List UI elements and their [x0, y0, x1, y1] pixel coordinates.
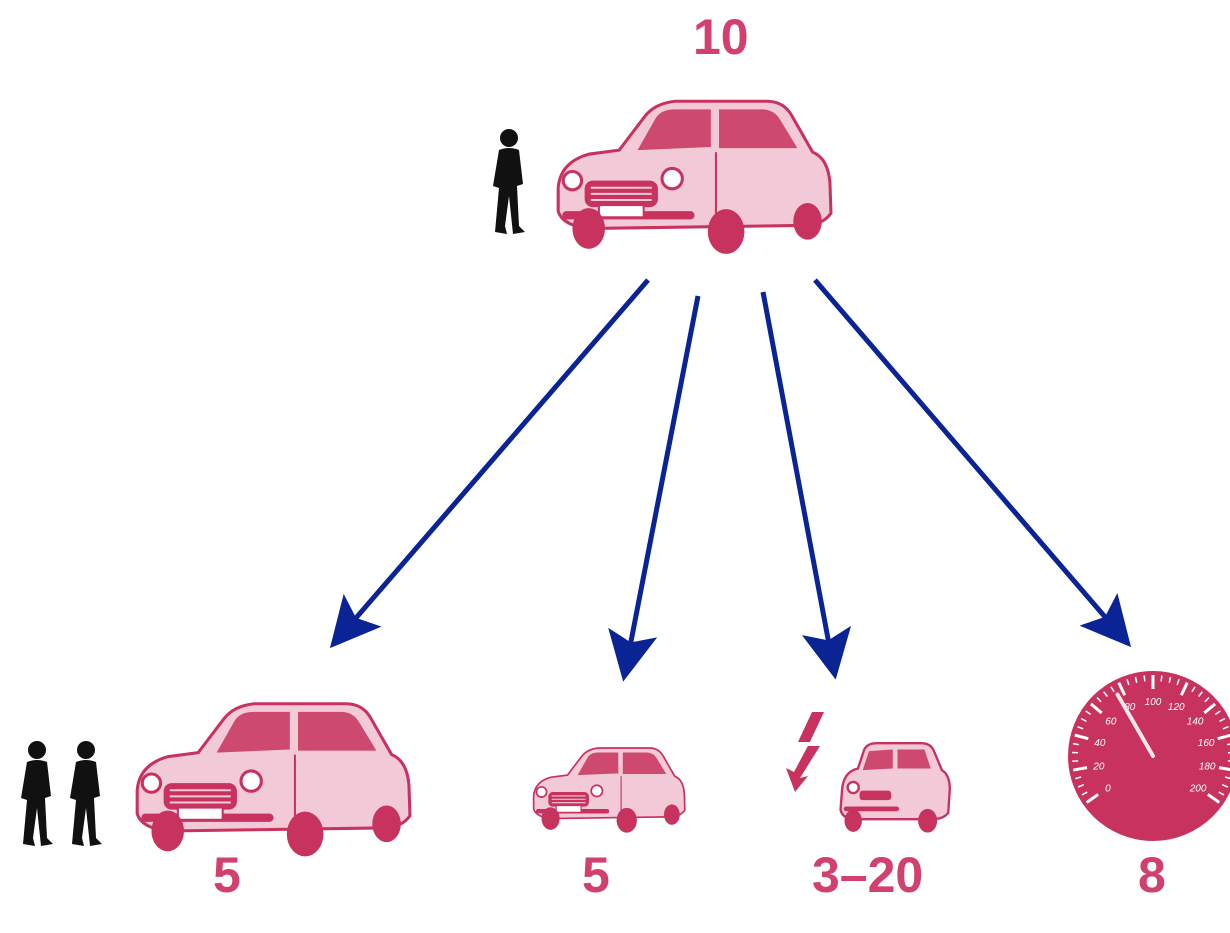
gauge-needle: [1115, 692, 1155, 758]
large-car-icon: [135, 702, 412, 859]
gauge-tick: [1218, 791, 1225, 796]
gauge-tick: [1203, 702, 1217, 715]
gauge-tick: [1117, 681, 1127, 696]
gauge-tick: [1077, 725, 1084, 730]
gauge-tick-label: 180: [1199, 762, 1216, 773]
gauge-tick: [1168, 676, 1172, 683]
gauge-tick-label: 100: [1145, 697, 1162, 708]
gauge-tick: [1096, 696, 1102, 703]
gauge-tick: [1134, 676, 1138, 683]
gauge-tick: [1143, 675, 1146, 682]
gauge-tick: [1219, 717, 1226, 723]
compact-car-icon: [839, 741, 952, 835]
arrow-to-speed: [813, 278, 1132, 648]
gauge-tick: [1160, 675, 1163, 682]
gauge-tick: [1072, 742, 1079, 746]
gauge-tick-label: 40: [1094, 738, 1106, 749]
gauge-tick: [1222, 725, 1229, 730]
gauge-tick: [1072, 766, 1088, 772]
gauge-tick: [1126, 679, 1130, 686]
gauge-tick-label: 140: [1187, 717, 1204, 728]
gauge-tick: [1218, 766, 1230, 772]
gauge-tick: [1179, 681, 1189, 696]
gauge-tick: [1214, 710, 1221, 715]
small-car-icon: [532, 747, 686, 834]
gauge-tick-label: 120: [1168, 702, 1185, 713]
arrow-to-power: [760, 291, 852, 680]
gauge-tick: [1207, 793, 1221, 804]
gauge-tick: [1176, 679, 1180, 686]
gauge-tick-label: 20: [1092, 762, 1105, 773]
gauge-tick: [1204, 696, 1210, 703]
gauge-tick-label: 60: [1105, 717, 1117, 728]
outcome-value-speed: 8: [1138, 847, 1166, 903]
gauge-tick: [1074, 733, 1089, 741]
arrow-to-size: [608, 295, 701, 682]
two-people-silhouette-icon: [21, 741, 102, 846]
gauge-tick: [1081, 791, 1088, 796]
arrow-to-people: [329, 278, 650, 649]
outcome-value-people: 5: [213, 847, 241, 903]
gauge-tick: [1222, 784, 1229, 788]
gauge-tick: [1217, 733, 1230, 741]
gauge-tick-label: 200: [1189, 784, 1207, 795]
gauge-tick: [1085, 793, 1099, 804]
gauge-tick: [1103, 691, 1108, 697]
gauge-tick: [1227, 743, 1230, 746]
gauge-tick: [1110, 686, 1115, 693]
top-value: 10: [693, 9, 749, 65]
gauge-tick: [1198, 691, 1203, 697]
gauge-tick: [1191, 686, 1196, 693]
gauge-tick: [1080, 717, 1087, 723]
gauge-tick-label: 160: [1198, 738, 1215, 749]
gauge-tick: [1085, 710, 1092, 715]
top-person-icon: [493, 129, 525, 234]
top-car-icon: [556, 99, 833, 255]
outcome-value-power: 3–20: [812, 847, 924, 903]
gauge-tick: [1077, 784, 1084, 788]
outcome-value-size: 5: [582, 847, 610, 903]
gauge-tick-label: 80: [1124, 702, 1136, 713]
gauge-tick: [1089, 702, 1103, 715]
gauge-tick-label: 0: [1105, 784, 1111, 795]
lightning-icon: [786, 712, 824, 792]
gauge-tick: [1075, 776, 1082, 780]
